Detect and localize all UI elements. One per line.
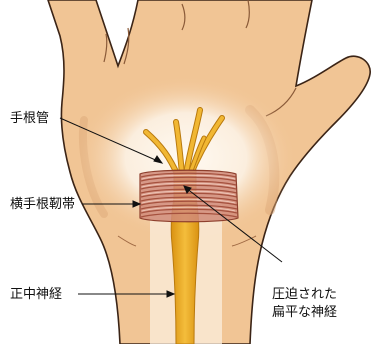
label-transverse-ligament: 横手根靭帯 bbox=[10, 196, 75, 213]
transverse-carpal-ligament bbox=[140, 170, 238, 222]
label-median-nerve: 正中神経 bbox=[10, 286, 62, 303]
label-compressed-line2: 扁平な神経 bbox=[272, 304, 337, 321]
label-compressed-line1: 圧迫された bbox=[272, 286, 337, 303]
label-carpal-tunnel: 手根管 bbox=[10, 110, 49, 127]
